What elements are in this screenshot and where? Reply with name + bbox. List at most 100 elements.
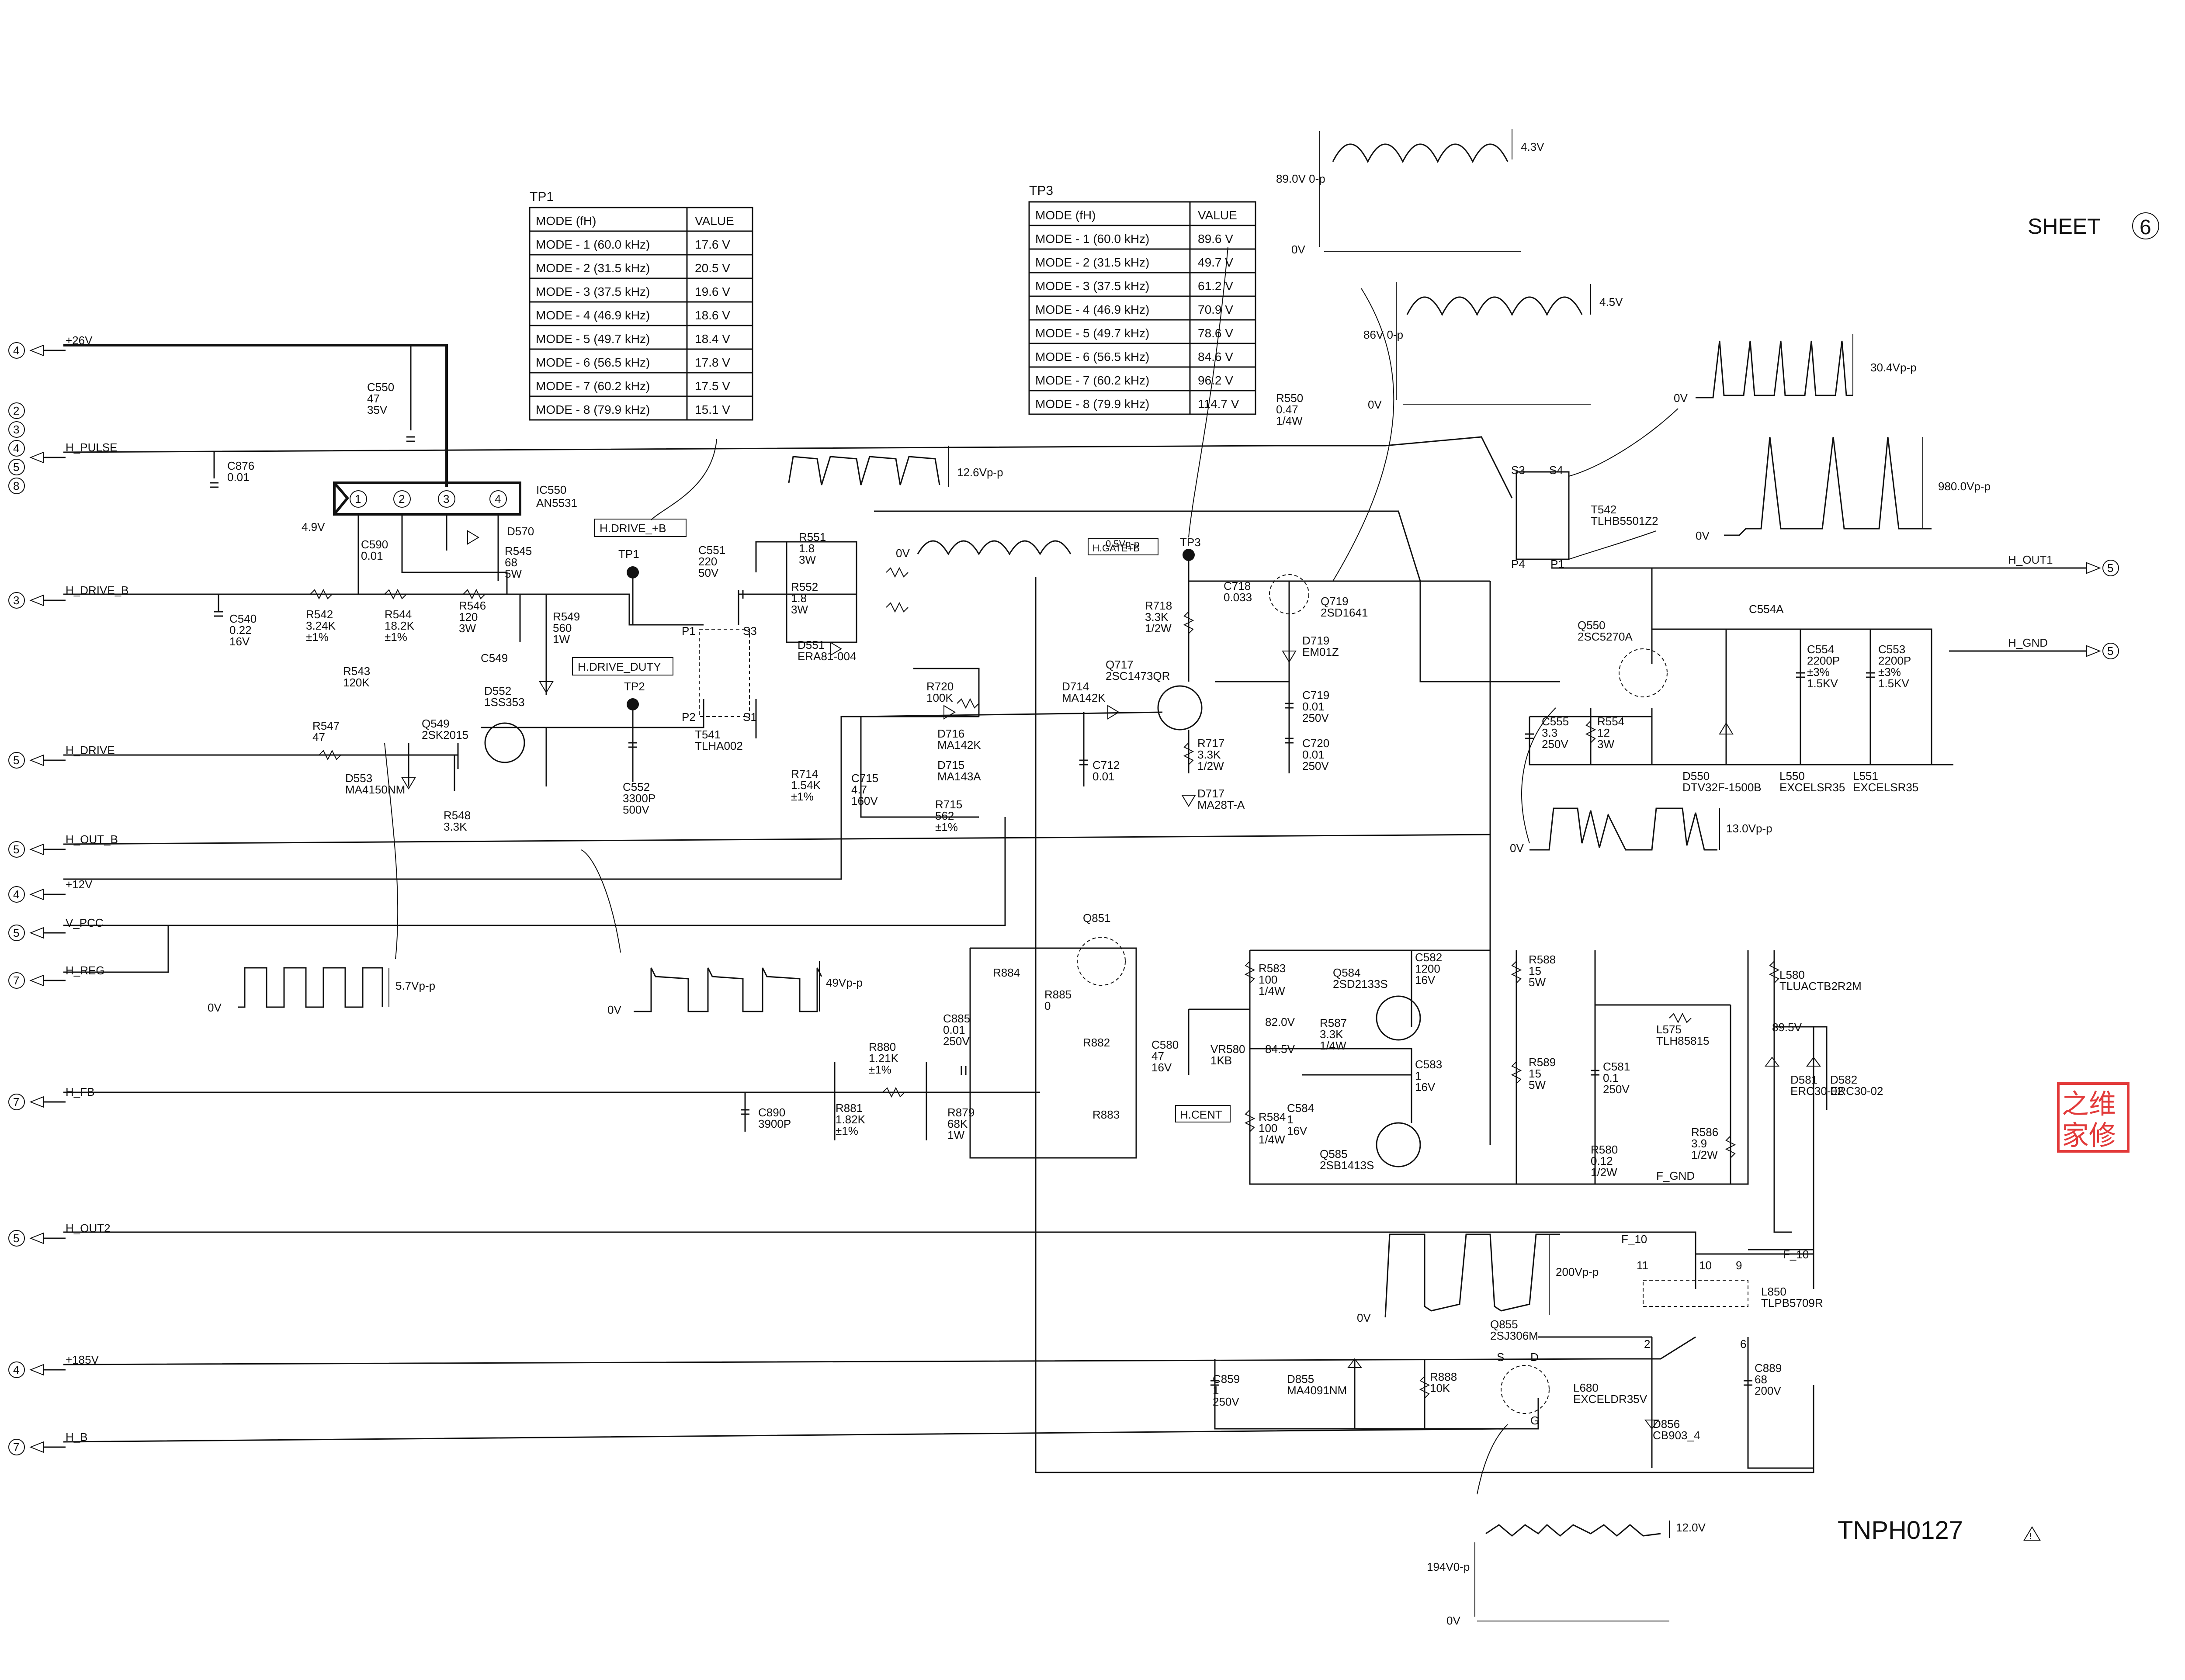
- tp1-row-value: 20.5 V: [695, 261, 730, 275]
- tp1-label: TP1: [618, 547, 639, 561]
- connector-h-drive: 5H_DRIVE: [8, 744, 115, 769]
- connector--185v: 4+185V: [8, 1353, 99, 1378]
- w8-amp: 980.0Vp-p: [1938, 480, 1991, 493]
- tp1-row-value: 18.4 V: [695, 332, 730, 346]
- ic550-pin-number: 1: [355, 492, 361, 506]
- connector-number-circle: [8, 478, 25, 494]
- voltage-845v: 84.5V: [1265, 1043, 1295, 1056]
- l580-symbol: [1769, 961, 1780, 984]
- ic550-pin-circle: [350, 490, 367, 508]
- sheet-number-label: SHEET 6: [2028, 212, 2159, 239]
- connector-arrow-icon: [29, 888, 44, 901]
- tp2-label: TP2: [624, 680, 645, 693]
- tp1-header-mode: MODE (fH): [536, 214, 596, 228]
- t541-p1: P1: [682, 624, 696, 637]
- connector-arrow-icon: [29, 1441, 44, 1453]
- h-cent-tag: H.CENT: [1180, 1108, 1222, 1121]
- c552-symbol: [628, 742, 637, 748]
- r589-symbol: [1511, 1061, 1522, 1084]
- tp3-row-mode: MODE - 2 (31.5 kHz): [1035, 256, 1149, 269]
- tp3-row-mode: MODE - 8 (79.9 kHz): [1035, 397, 1149, 411]
- ic550-name: IC550: [536, 483, 566, 496]
- connector-number-circle: [8, 1361, 25, 1378]
- w9-zero: 0V: [1510, 842, 1524, 855]
- d581-symbol: [1765, 1056, 1779, 1067]
- connector-h-b: 7H_B: [8, 1431, 88, 1455]
- connector-number-circle: [8, 1439, 25, 1455]
- waveform-top-2: 4.5V 86V 0-p 0V: [1363, 282, 1623, 411]
- connector-number-circle: [8, 972, 25, 989]
- connector-name: +12V: [66, 878, 93, 891]
- connector-arrow-icon: [29, 1096, 44, 1108]
- w7-amp: 30.4Vp-p: [1870, 361, 1917, 374]
- d553-symbol: [401, 777, 416, 790]
- w6-amp: 4.5V: [1599, 295, 1623, 308]
- w8-zero: 0V: [1696, 529, 1710, 542]
- tp3-row-value: 78.6 V: [1198, 326, 1233, 340]
- ic550-part: AN5531: [536, 496, 577, 509]
- tp3-row-value: 49.7 V: [1198, 256, 1233, 269]
- q855-pin-s: S: [1497, 1351, 1504, 1364]
- tp3-row-mode: MODE - 6 (56.5 kHz): [1035, 350, 1149, 364]
- ic550-pin-number: 2: [399, 492, 405, 506]
- d570-symbol: [467, 530, 479, 545]
- w11-zero: 0V: [1446, 1614, 1460, 1627]
- tp3-row-value: 70.9 V: [1198, 303, 1233, 316]
- w5-zero: 0V: [1291, 243, 1305, 256]
- c540-symbol: [214, 611, 223, 617]
- c550-symbol: [406, 436, 415, 442]
- r552-symbol: [886, 602, 909, 613]
- l575-symbol: [1669, 1012, 1692, 1024]
- tp3-tag: H.GATE+B: [1092, 543, 1140, 554]
- connector-number: 7: [13, 974, 19, 987]
- connector-h-drive-b: 3H_DRIVE_B: [8, 584, 129, 609]
- w4-amp: 0.5Vp-p: [1106, 538, 1139, 549]
- connector-number: 5: [13, 926, 19, 939]
- r718-symbol: [1183, 611, 1194, 634]
- connector-arrow-icon: [29, 927, 44, 939]
- connector-number-circle: [8, 459, 25, 475]
- connector-arrow-icon: [29, 594, 44, 606]
- label-q851: Q851: [1083, 911, 1111, 925]
- connector-name: H_OUT1: [2008, 553, 2053, 566]
- tp1-row-mode: MODE - 7 (60.2 kHz): [536, 379, 650, 393]
- connector-arrow-icon: [29, 754, 44, 766]
- sheet-number: 6: [2140, 216, 2151, 239]
- tp1-row-mode: MODE - 6 (56.5 kHz): [536, 356, 650, 369]
- d719-symbol: [1282, 651, 1297, 663]
- tp1-row-mode: MODE - 5 (49.7 kHz): [536, 332, 650, 346]
- connector-number: 7: [13, 1441, 19, 1454]
- waveform-h-out2: 200Vp-p 0V: [1357, 1233, 1599, 1324]
- c554-symbol: [1796, 672, 1805, 678]
- r554-symbol: [1585, 720, 1596, 743]
- r584-symbol: [1244, 1109, 1256, 1132]
- l850-pin9: 9: [1736, 1259, 1742, 1272]
- doc-code: TNPH0127: [1838, 1516, 1963, 1545]
- q719-symbol: [1269, 574, 1309, 614]
- r546-symbol: [463, 589, 486, 600]
- tp3-row-mode: MODE - 4 (46.9 kHz): [1035, 303, 1149, 316]
- tp1-point: [627, 566, 639, 578]
